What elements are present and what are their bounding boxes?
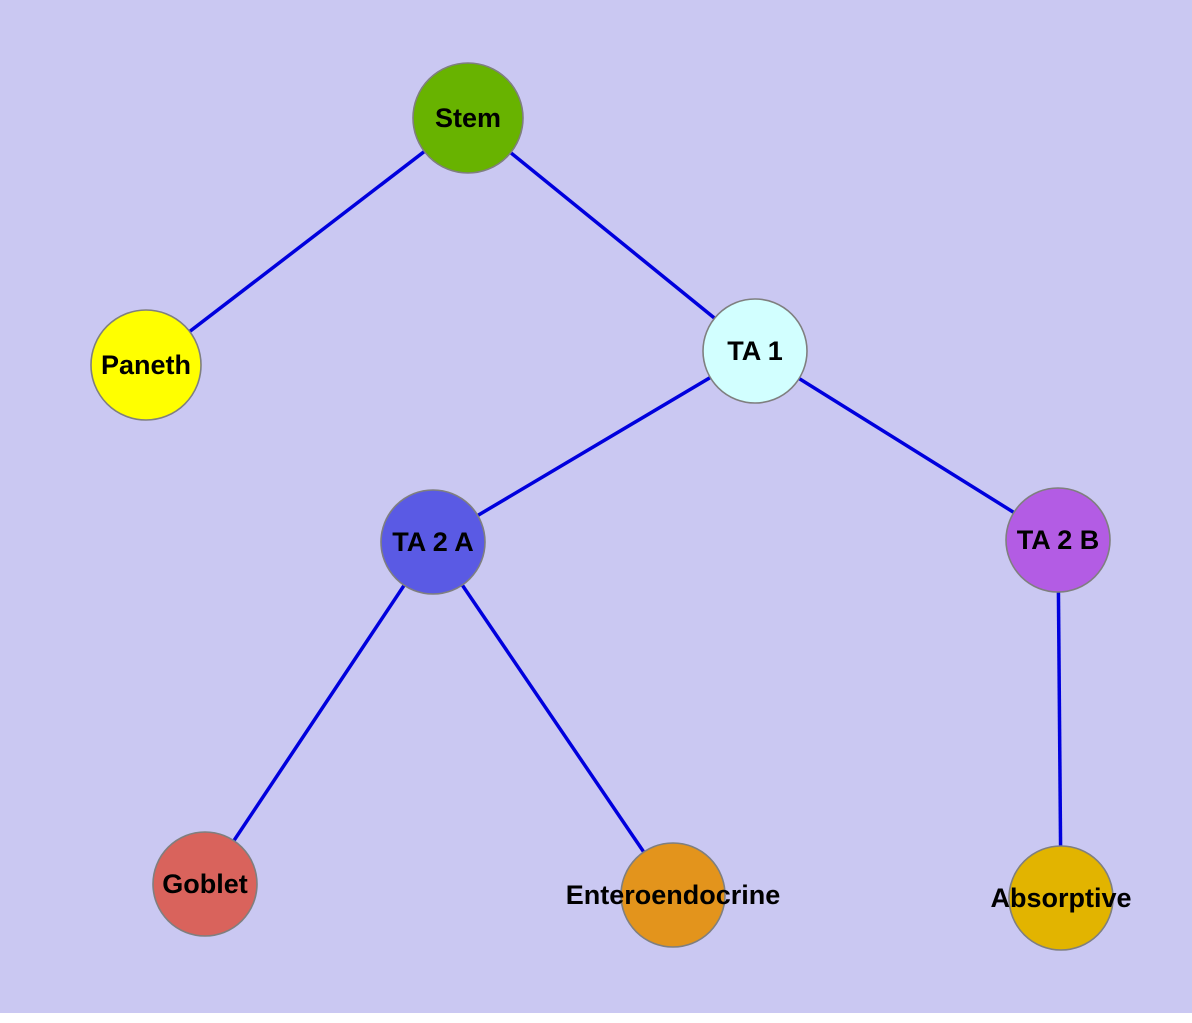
node-label-goblet: Goblet [162,869,248,899]
edge-ta2a-goblet [203,541,435,885]
node-label-ta2a: TA 2 A [392,527,474,557]
node-stem: Stem [412,62,524,174]
node-goblet: Goblet [152,831,258,937]
node-circle-ta2b [1005,487,1111,593]
node-circle-enteroendocrine [620,842,726,948]
node-enteroendocrine: Enteroendocrine [566,842,781,948]
node-circle-paneth [90,309,202,421]
node-label-ta2b: TA 2 B [1017,525,1100,555]
edge-ta2a-enteroendocrine [431,541,675,896]
edge-ta1-ta2a [432,349,756,544]
node-label-absorptive: Absorptive [990,883,1131,913]
node-label-paneth: Paneth [101,350,191,380]
edge-ta2b-absorptive [1056,539,1063,899]
node-circle-absorptive [1008,845,1114,951]
edge-stem-paneth [144,116,470,367]
edge-stem-ta1 [466,116,757,353]
node-label-stem: Stem [435,103,501,133]
edge-ta1-ta2b [754,349,1059,542]
node-paneth: Paneth [90,309,202,421]
node-ta1: TA 1 [702,298,808,404]
edges-layer [144,116,1063,899]
node-circle-stem [412,62,524,174]
node-ta2a: TA 2 A [380,489,486,595]
node-label-enteroendocrine: Enteroendocrine [566,880,781,910]
node-circle-ta2a [380,489,486,595]
node-absorptive: Absorptive [990,845,1132,951]
node-circle-ta1 [702,298,808,404]
node-ta2b: TA 2 B [1005,487,1111,593]
node-circle-goblet [152,831,258,937]
node-label-ta1: TA 1 [727,336,783,366]
